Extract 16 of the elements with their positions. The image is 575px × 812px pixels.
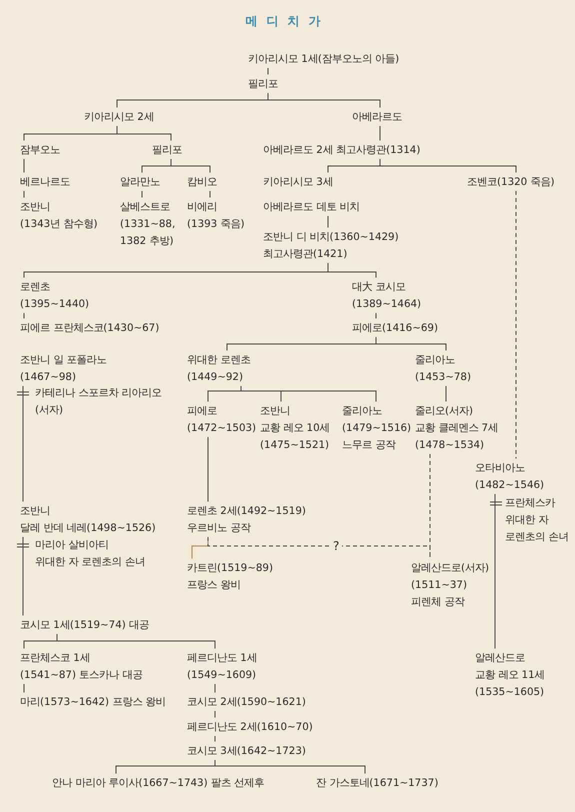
family-line — [56, 634, 216, 649]
family-line — [328, 262, 376, 278]
family-line — [208, 536, 430, 559]
family-line — [22, 386, 24, 502]
edge-label: ? — [330, 539, 342, 553]
title: 메디치가 — [246, 14, 330, 28]
family-line — [380, 158, 516, 173]
family-line — [170, 158, 210, 173]
family-line — [240, 386, 376, 402]
family-line — [214, 684, 216, 693]
family-line — [214, 760, 366, 774]
family-line — [494, 494, 496, 649]
family-line — [22, 536, 24, 616]
family-line — [214, 736, 216, 742]
family-line — [116, 126, 172, 141]
family-line — [214, 710, 216, 718]
